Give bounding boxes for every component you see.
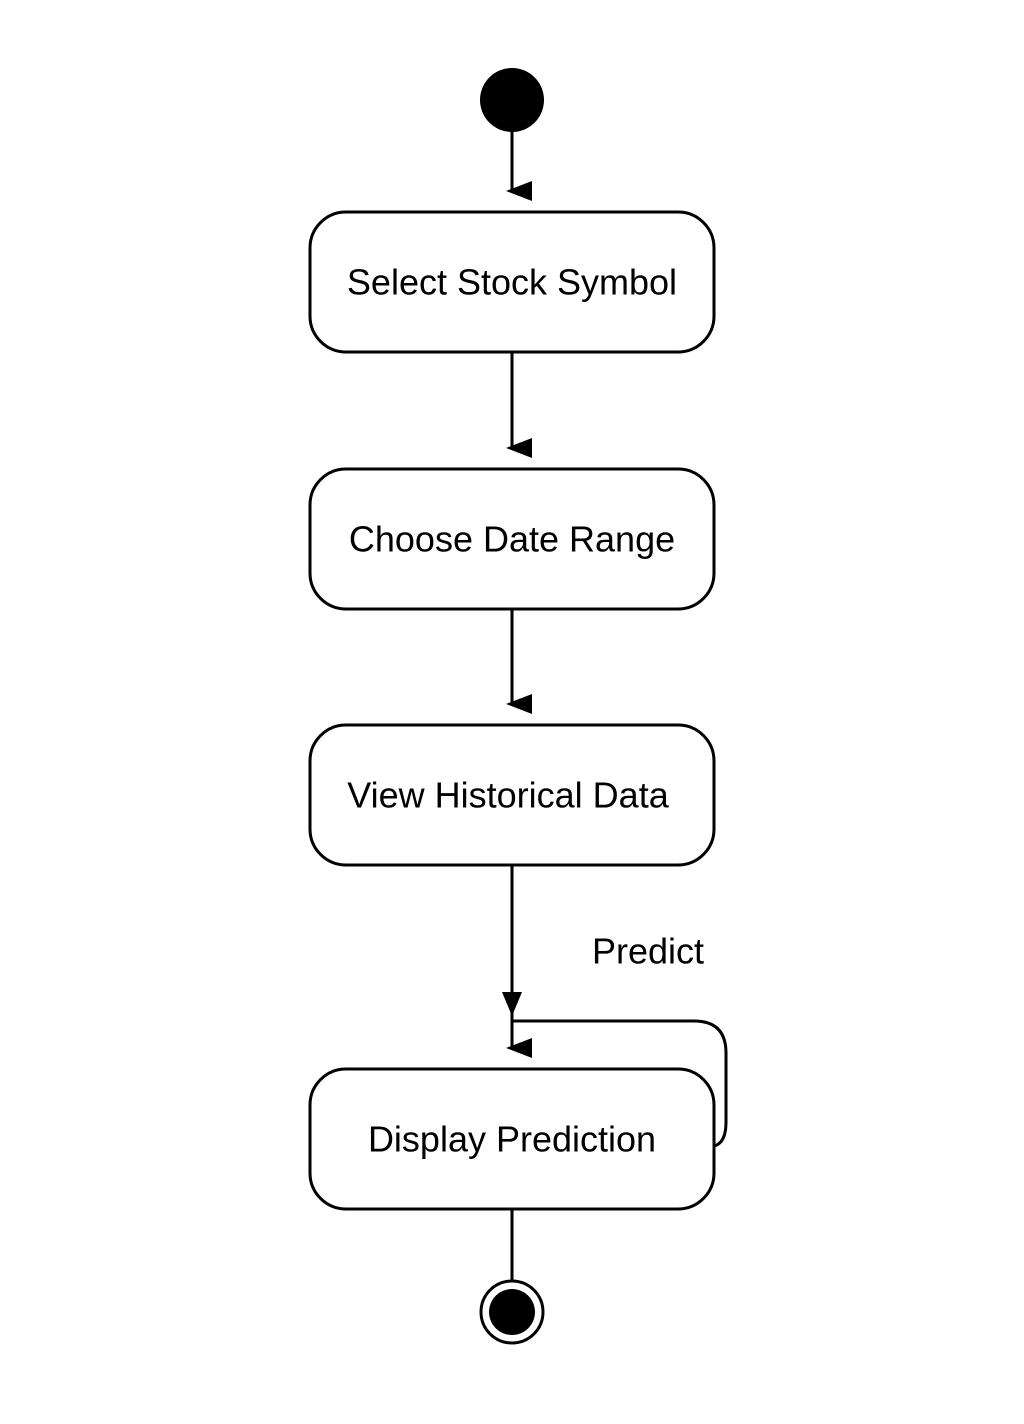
action-label: Select Stock Symbol <box>347 262 677 303</box>
action-select-stock-symbol: Select Stock Symbol <box>308 210 716 354</box>
initial-node <box>480 68 544 132</box>
action-label: Choose Date Range <box>349 519 675 560</box>
action-display-prediction: Display Prediction <box>308 1067 716 1211</box>
action-label: View Historical Data <box>347 775 669 816</box>
action-label: Display Prediction <box>368 1119 656 1160</box>
edge-view-to-display <box>502 865 532 1058</box>
edge-self-loop <box>512 1019 728 1148</box>
action-view-historical-data: View Historical Data <box>308 723 716 867</box>
final-node <box>479 1279 545 1345</box>
edge-label-predict: Predict <box>592 931 704 972</box>
action-choose-date-range: Choose Date Range <box>308 467 716 611</box>
